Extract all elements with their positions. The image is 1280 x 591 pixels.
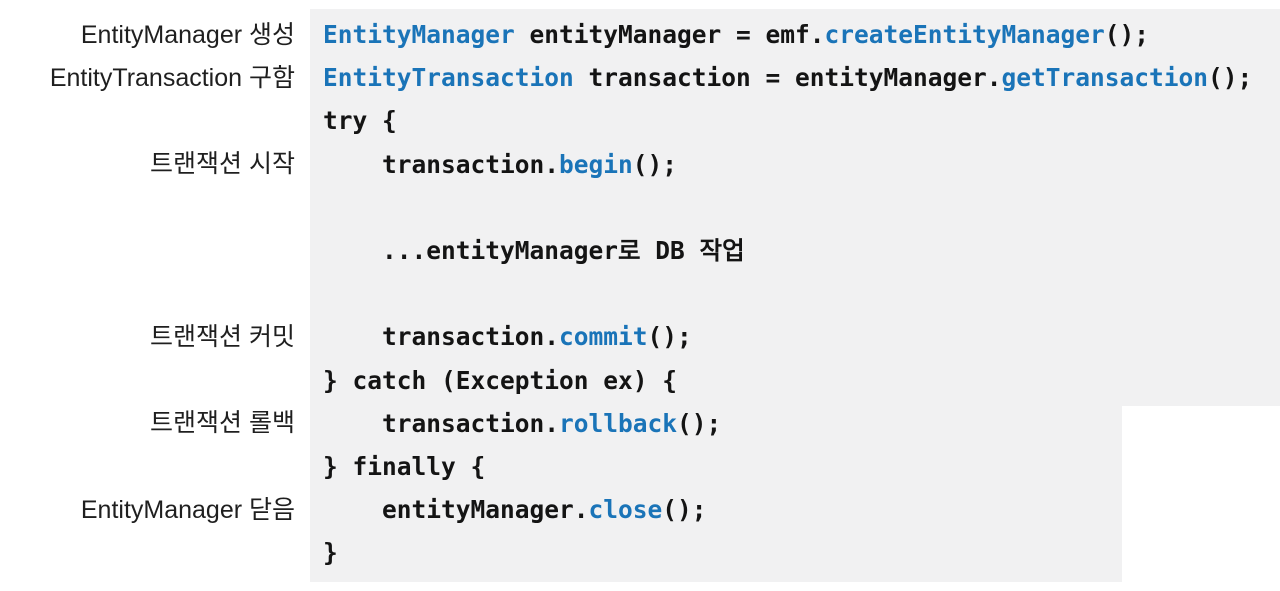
code-token-plain: (); [677, 408, 722, 438]
annotation-label: 트랜잭션 커밋 [150, 323, 295, 351]
code-token-plain: } [323, 538, 338, 568]
code-line: transaction.begin(); [323, 143, 1252, 186]
code-token-plain: entityManager. [323, 495, 589, 525]
code-token-keyword: close [588, 495, 663, 525]
white-overlay-rectangle [1122, 406, 1280, 591]
code-token-keyword: EntityTransaction [323, 63, 574, 93]
code-line: try { [323, 99, 1252, 142]
annotation-label: EntityTransaction 구함 [49, 63, 295, 92]
code-token-plain: transaction. [323, 149, 560, 179]
code-line: EntityManager entityManager = emf.create… [323, 13, 1252, 56]
code-token-plain: } finally { [323, 451, 486, 481]
code-token-keyword: createEntityManager [824, 20, 1105, 49]
code-line: transaction.rollback(); [323, 402, 1252, 445]
code-line: } [323, 531, 1252, 574]
code-token-plain: transaction. [323, 322, 560, 352]
code-token-plain: (); [662, 495, 707, 525]
code-token-plain: (); [632, 149, 678, 179]
annotation-label: EntityManager 생성 [80, 20, 295, 49]
code-block: EntityManager entityManager = emf.create… [310, 9, 1280, 582]
code-token-plain: (); [647, 322, 692, 352]
code-token-plain: (); [1104, 20, 1150, 49]
code-line: EntityTransaction transaction = entityMa… [323, 56, 1252, 99]
annotation-label: 트랜잭션 롤백 [150, 409, 295, 438]
code-token-plain: entityManager = emf. [514, 20, 825, 49]
code-line [323, 272, 1252, 315]
code-token-plain: (); [1208, 63, 1253, 93]
code-token-plain: } catch (Exception ex) { [323, 365, 678, 395]
code-line: } catch (Exception ex) { [323, 359, 1252, 402]
annotation-label: EntityManager 닫음 [80, 495, 295, 524]
code-token-keyword: commit [559, 322, 648, 352]
code-token-plain: transaction = entityManager. [573, 63, 1002, 93]
code-token-keyword: begin [559, 149, 633, 179]
code-line: transaction.commit(); [323, 315, 1252, 358]
code-token-keyword: EntityManager [323, 20, 515, 49]
code-token-plain: transaction. [323, 408, 560, 438]
annotation-label: 트랜잭션 시작 [150, 150, 295, 179]
code-token-keyword: rollback [559, 408, 678, 438]
code-line [323, 186, 1252, 229]
code-lines: EntityManager entityManager = emf.create… [323, 13, 1252, 574]
code-line: entityManager.close(); [323, 488, 1252, 531]
code-token-plain: ...entityManager로 DB 작업 [323, 235, 745, 265]
code-token-plain: try { [323, 106, 397, 136]
code-token-keyword: getTransaction [1001, 63, 1209, 93]
code-line: } finally { [323, 445, 1252, 488]
code-line: ...entityManager로 DB 작업 [323, 229, 1252, 272]
